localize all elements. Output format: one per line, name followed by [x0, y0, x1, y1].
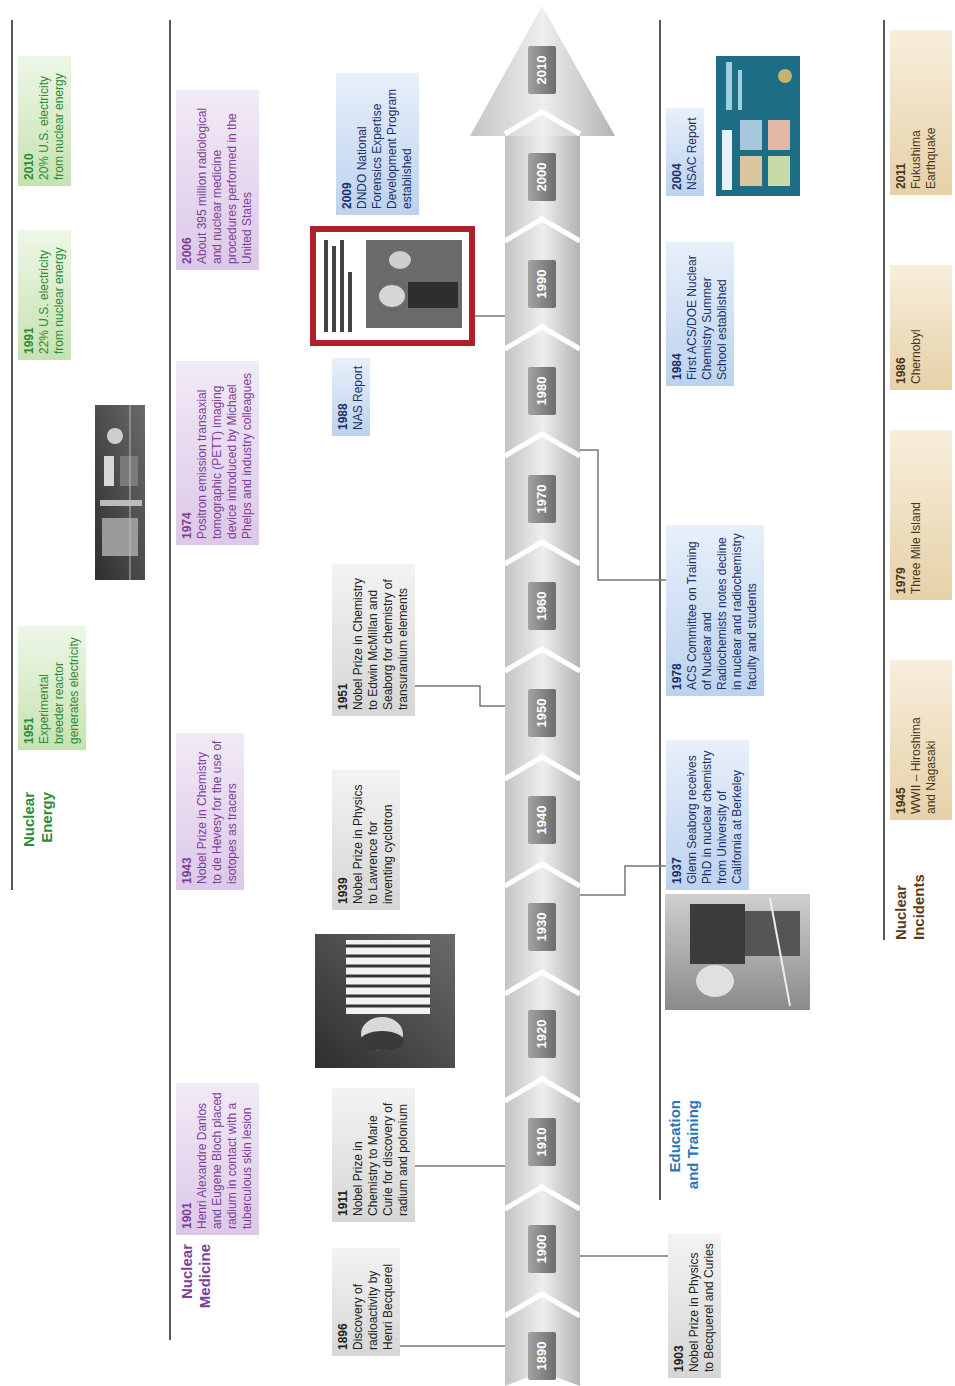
event-year: 1901 [180, 1089, 195, 1229]
event-year: 1896 [336, 1254, 351, 1350]
energy-event-box: 199122% U.S. electricity from nuclear en… [18, 230, 71, 360]
medicine-event-box: 1974Positron emission transaxial tomogra… [176, 361, 259, 545]
year-marker: 1950 [528, 689, 556, 737]
section-rule [659, 20, 661, 1200]
education-event-box: 1937Glenn Seaborg receives PhD in nuclea… [666, 740, 749, 890]
nobel-event-box: 1951Nobel Prize in Chemistry to Edwin Mc… [332, 564, 415, 716]
nas-report-cover [313, 229, 472, 343]
event-year: 2010 [22, 62, 37, 180]
event-year: 2011 [894, 109, 909, 189]
event-year: 1988 [336, 364, 351, 430]
event-year: 1979 [894, 436, 909, 594]
incident-event-box: 2011Fukushima Earthquake [890, 30, 952, 195]
energy-event-box: 201020% U.S. electricity from nuclear en… [18, 56, 71, 186]
event-text: Nobel Prize in Chemistry to Edwin McMill… [351, 570, 411, 710]
section-heading: Nuclear Incidents [892, 850, 928, 940]
timeline-chevrons [505, 112, 580, 1316]
section-heading: Nuclear Energy [20, 792, 56, 890]
year-marker: 1910 [528, 1118, 556, 1166]
section-heading: Education and Training [666, 1100, 702, 1200]
curie-photo [315, 934, 455, 1068]
event-text: Fukushima Earthquake [909, 109, 939, 189]
year-marker: 2000 [528, 153, 556, 201]
nobel-event-box: 1939Nobel Prize in Physics to Lawrence f… [332, 770, 400, 910]
energy-event-box: 1951Experimental breeder reactor generat… [18, 626, 86, 750]
year-marker: 2010 [528, 46, 556, 94]
timeline-shaft [505, 132, 580, 1386]
event-year: 1943 [180, 739, 195, 884]
section-rule [11, 20, 13, 890]
event-year: 2006 [180, 96, 195, 264]
event-text: Nobel Prize in Physics to Lawrence for i… [351, 776, 396, 904]
event-text: WWII – Hiroshima and Nagasaki [909, 709, 939, 814]
event-year: 1978 [670, 531, 685, 690]
event-text: DNDO National Forensics Expertise Develo… [355, 79, 415, 209]
event-text: 22% U.S. electricity from nuclear energy [37, 236, 67, 354]
nobel-event-box: 1911Nobel Prize in Chemistry to Marie Cu… [332, 1088, 415, 1222]
event-year: 1903 [672, 1240, 687, 1372]
event-text: Experimental breeder reactor generates e… [37, 632, 82, 744]
event-year: 2004 [670, 114, 685, 190]
seaborg-photo [665, 894, 810, 1010]
event-year: 1951 [336, 570, 351, 710]
event-text: 20% U.S. electricity from nuclear energy [37, 62, 67, 180]
year-marker: 1930 [528, 903, 556, 951]
incident-event-box: 1986Chernobyl [890, 265, 952, 390]
event-year: 1984 [670, 248, 685, 380]
nobel-event-box: 1903Nobel Prize in Physics to Becquerel … [668, 1234, 721, 1378]
education-event-box: 1978ACS Committee on Training of Nuclear… [666, 525, 764, 696]
event-text: About 395 million radiological and nucle… [195, 96, 255, 264]
year-marker: 1960 [528, 582, 556, 630]
education-event-box: 2009DNDO National Forensics Expertise De… [336, 73, 419, 215]
event-text: Positron emission transaxial tomographic… [195, 367, 255, 539]
incident-event-box: 1979Three Mile Island [890, 430, 952, 600]
medicine-event-box: 1943Nobel Prize in Chemistry to de Heves… [176, 733, 244, 890]
timeline-arrowhead [470, 6, 615, 136]
year-marker: 1900 [528, 1225, 556, 1273]
year-marker: 1990 [528, 260, 556, 308]
medicine-event-box: 1901Henri Alexandre Danlos and Eugene Bl… [176, 1083, 259, 1235]
event-text: Chernobyl [909, 271, 924, 384]
event-text: Nobel Prize in Chemistry to de Hevesy fo… [195, 739, 240, 884]
event-text: First ACS/DOE Nuclear Chemistry Summer S… [685, 248, 730, 380]
event-year: 1945 [894, 709, 909, 814]
event-year: 1911 [336, 1094, 351, 1216]
event-text: NSAC Report [685, 114, 700, 190]
event-text: Discovery of radioactivity by Henri Becq… [351, 1254, 396, 1350]
event-year: 1991 [22, 236, 37, 354]
event-year: 2009 [340, 79, 355, 209]
event-year: 1974 [180, 367, 195, 539]
nsac-report-cover [716, 56, 800, 196]
year-marker: 1940 [528, 796, 556, 844]
event-text: Nobel Prize in Chemistry to Marie Curie … [351, 1094, 411, 1216]
education-event-box: 1988NAS Report [332, 358, 370, 436]
section-heading: Nuclear Medicine [178, 1244, 214, 1336]
event-text: NAS Report [351, 364, 366, 430]
education-event-box: 1984First ACS/DOE Nuclear Chemistry Summ… [666, 242, 734, 386]
event-year: 1951 [22, 632, 37, 744]
medicine-event-box: 2006About 395 million radiological and n… [176, 90, 259, 270]
education-event-box: 2004NSAC Report [666, 108, 704, 196]
incident-event-box: 1945WWII – Hiroshima and Nagasaki [890, 660, 952, 820]
event-year: 1939 [336, 776, 351, 904]
event-text: Nobel Prize in Physics to Becquerel and … [687, 1240, 717, 1372]
section-rule [169, 20, 171, 1340]
year-marker: 1980 [528, 367, 556, 415]
year-marker: 1920 [528, 1010, 556, 1058]
event-text: Glenn Seaborg receives PhD in nuclear ch… [685, 746, 745, 884]
event-year: 1986 [894, 271, 909, 384]
reactor-photo [95, 405, 145, 580]
year-marker: 1890 [528, 1332, 556, 1380]
section-rule [883, 20, 885, 940]
event-text: ACS Committee on Training of Nuclear and… [685, 531, 760, 690]
leader-line [400, 686, 505, 706]
event-text: Henri Alexandre Danlos and Eugene Bloch … [195, 1089, 255, 1229]
year-marker: 1970 [528, 475, 556, 523]
event-year: 1937 [670, 746, 685, 884]
nobel-event-box: 1896Discovery of radioactivity by Henri … [332, 1248, 400, 1356]
event-text: Three Mile Island [909, 436, 924, 594]
